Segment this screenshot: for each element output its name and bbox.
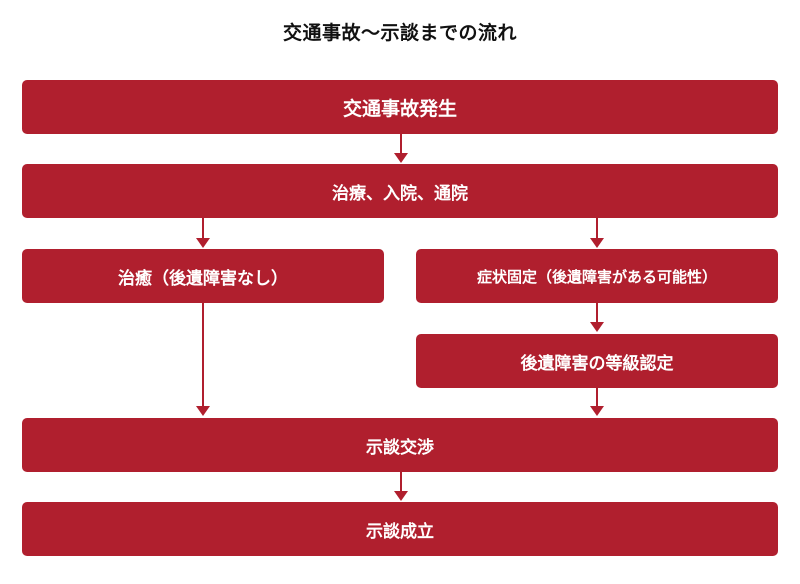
step-symptom-fixed-label: 症状固定（後遺障害がある可能性） — [476, 267, 717, 286]
arrow-treatment-to-healed — [202, 218, 204, 239]
arrow-treatment-to-symptom-fixed — [596, 218, 598, 239]
diagram-title: 交通事故〜示談までの流れ — [282, 22, 517, 44]
arrowhead-healed-to-negotiation — [196, 406, 210, 416]
step-accident: 交通事故発生 — [22, 80, 778, 134]
step-healed: 治癒（後遺障害なし） — [22, 249, 384, 303]
arrow-grade-to-negotiation — [596, 388, 598, 407]
step-accident-label: 交通事故発生 — [342, 97, 457, 120]
step-negotiation-label: 示談交渉 — [366, 437, 434, 458]
step-settlement: 示談成立 — [22, 502, 778, 556]
step-grade-certification-label: 後遺障害の等級認定 — [520, 353, 674, 374]
arrowhead-negotiation-to-settlement — [394, 491, 408, 501]
step-grade-certification: 後遺障害の等級認定 — [416, 334, 778, 388]
arrow-negotiation-to-settlement — [400, 472, 402, 492]
step-treatment-label: 治療、入院、通院 — [332, 183, 468, 204]
arrow-accident-to-treatment — [400, 134, 402, 154]
step-settlement-label: 示談成立 — [366, 521, 434, 542]
arrowhead-treatment-to-symptom-fixed — [590, 238, 604, 248]
arrowhead-accident-to-treatment — [394, 153, 408, 163]
step-negotiation: 示談交渉 — [22, 418, 778, 472]
step-symptom-fixed: 症状固定（後遺障害がある可能性） — [416, 249, 778, 303]
arrow-healed-to-negotiation — [202, 303, 204, 407]
arrow-symptom-fixed-to-grade — [596, 303, 598, 323]
arrowhead-grade-to-negotiation — [590, 406, 604, 416]
arrowhead-symptom-fixed-to-grade — [590, 322, 604, 332]
step-treatment: 治療、入院、通院 — [22, 164, 778, 218]
step-healed-label: 治癒（後遺障害なし） — [118, 268, 288, 289]
arrowhead-treatment-to-healed — [196, 238, 210, 248]
